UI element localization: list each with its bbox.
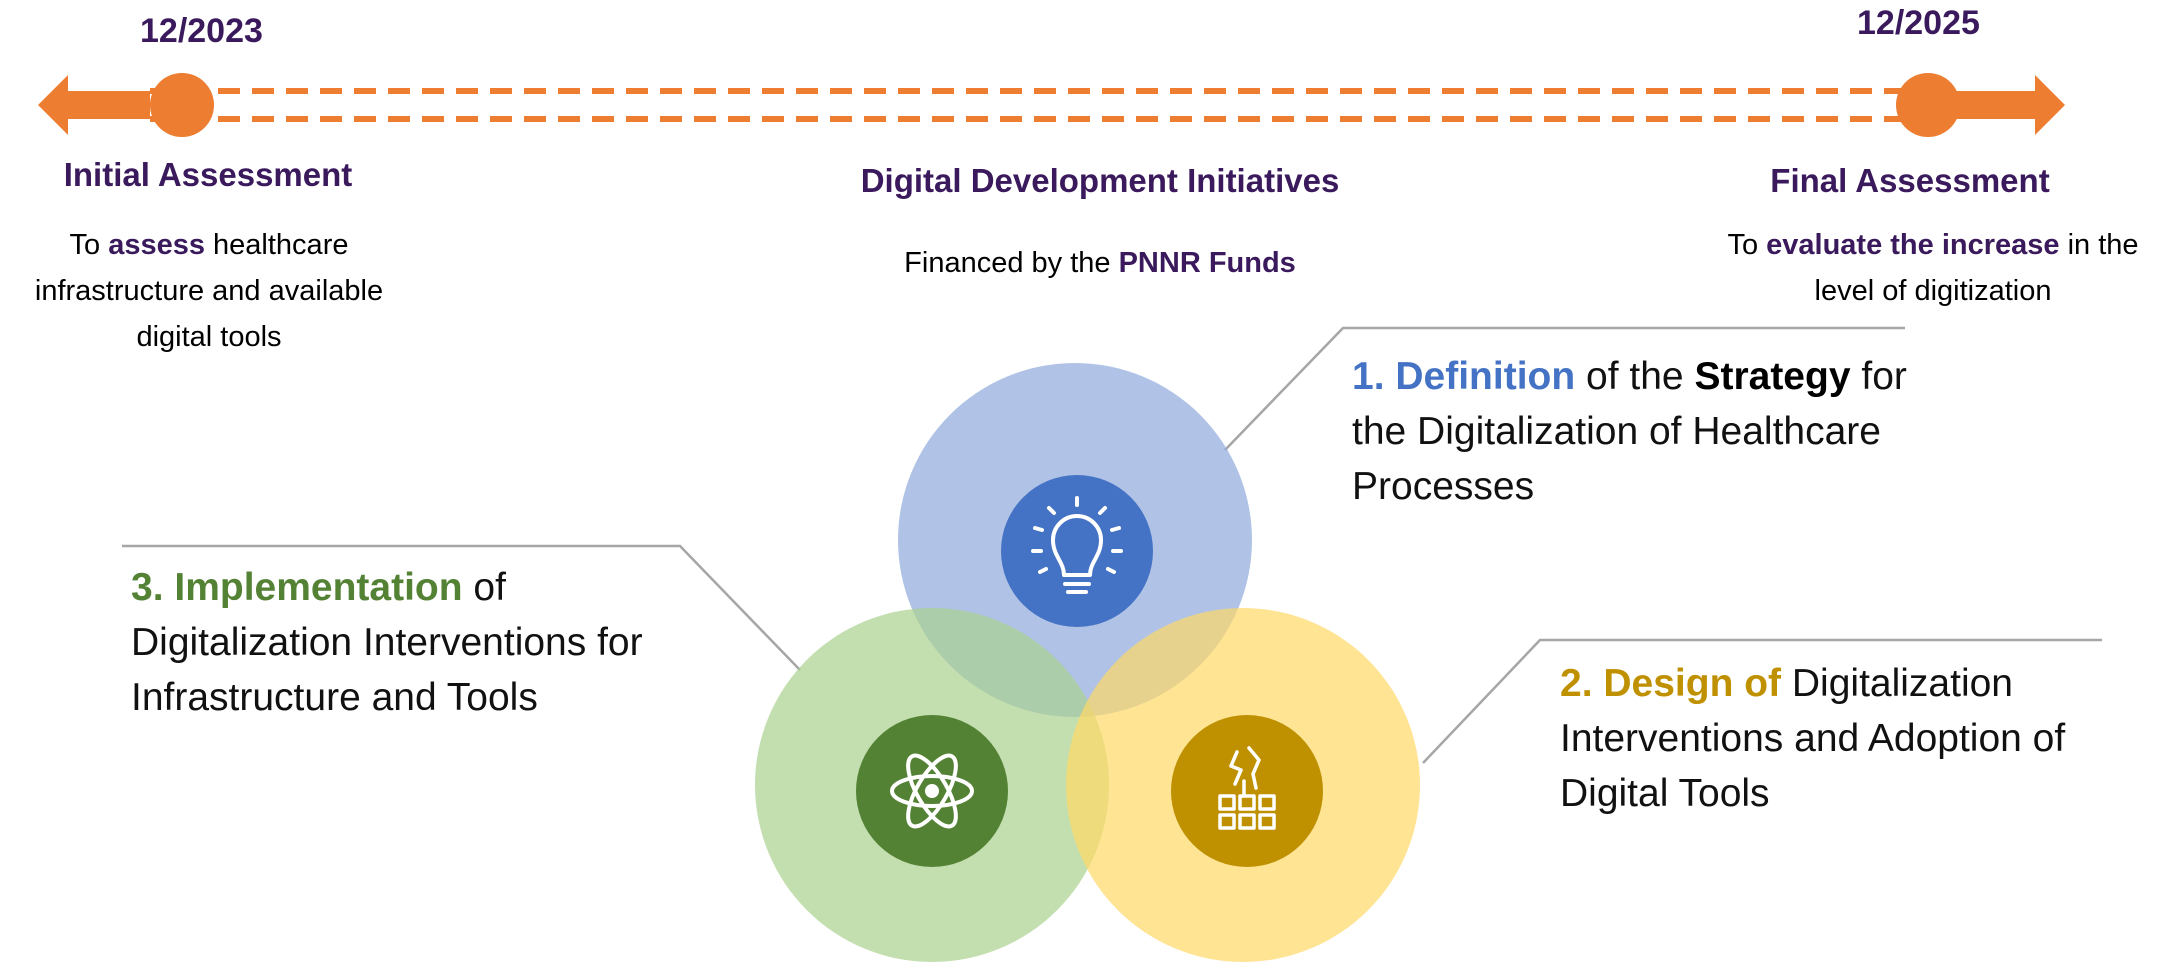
callout-implementation-keyword: Implementation <box>174 566 463 609</box>
callout-implementation: 3. Implementation of Digitalization Inte… <box>131 560 671 725</box>
timeline-end-marker <box>1896 73 1960 137</box>
initial-desc-pre: To <box>69 229 101 261</box>
icon-disc-strategy <box>1001 475 1153 627</box>
callout-strategy-keyword: Definition <box>1395 355 1576 398</box>
timeline-arrow-right <box>1950 75 2065 135</box>
callout-implementation-rest: Digitalization Interventions for Infrast… <box>131 621 643 719</box>
callout-design: 2. Design of Digitalization Intervention… <box>1560 656 2140 821</box>
middle-desc-pre: Financed by the <box>904 247 1111 279</box>
callout-design-number: 2. <box>1560 662 1593 705</box>
callout-strategy: 1. Definition of the Strategy for the Di… <box>1352 349 1912 514</box>
initial-desc-emphasis: assess <box>108 229 205 261</box>
callout-strategy-bold: Strategy <box>1694 355 1851 398</box>
middle-desc-emphasis: PNNR Funds <box>1118 247 1296 279</box>
connector-implementation <box>122 544 801 671</box>
icon-disc-design <box>1171 715 1323 867</box>
callout-strategy-rest: for the Digitalization of Healthcare Pro… <box>1352 355 1907 508</box>
hand-building-blocks-icon <box>1218 746 1276 830</box>
connector-strategy <box>1224 326 1905 451</box>
initial-assessment-title: Initial Assessment <box>63 156 353 193</box>
timeline-start-marker <box>150 73 214 137</box>
final-desc-post: in the level of digitization <box>1814 229 2139 307</box>
timeline <box>38 73 2065 137</box>
final-desc-emphasis: evaluate the increase <box>1766 229 2060 261</box>
connector-design <box>1422 638 2102 764</box>
timeline-arrow-left <box>38 75 150 135</box>
venn-circles <box>755 363 1420 962</box>
callout-strategy-mid: of the <box>1586 355 1684 398</box>
connectors <box>122 326 2102 764</box>
callout-implementation-mid: of <box>473 566 506 609</box>
callout-design-rest: Digitalization Interventions and Adoptio… <box>1560 662 2066 815</box>
lightbulb-icon <box>1031 496 1123 594</box>
final-assessment-title: Final Assessment <box>1770 162 2050 199</box>
digital-initiatives-title: Digital Development Initiatives <box>860 162 1340 199</box>
initial-desc-post: healthcare infrastructure and available … <box>34 229 384 353</box>
callout-design-keyword: Design of <box>1603 662 1782 705</box>
timeline-start-date: 12/2023 <box>140 12 263 50</box>
final-assessment-description: To evaluate the increase in the level of… <box>1700 222 2166 314</box>
initial-assessment-description: To assess healthcare infrastructure and … <box>0 222 418 360</box>
final-desc-pre: To <box>1727 229 1759 261</box>
atom-icon <box>890 753 974 829</box>
callout-implementation-number: 3. <box>131 566 164 609</box>
digital-initiatives-description: Financed by the PNNR Funds <box>780 240 1420 286</box>
callout-strategy-number: 1. <box>1352 355 1385 398</box>
timeline-end-date: 12/2025 <box>1857 4 1980 42</box>
